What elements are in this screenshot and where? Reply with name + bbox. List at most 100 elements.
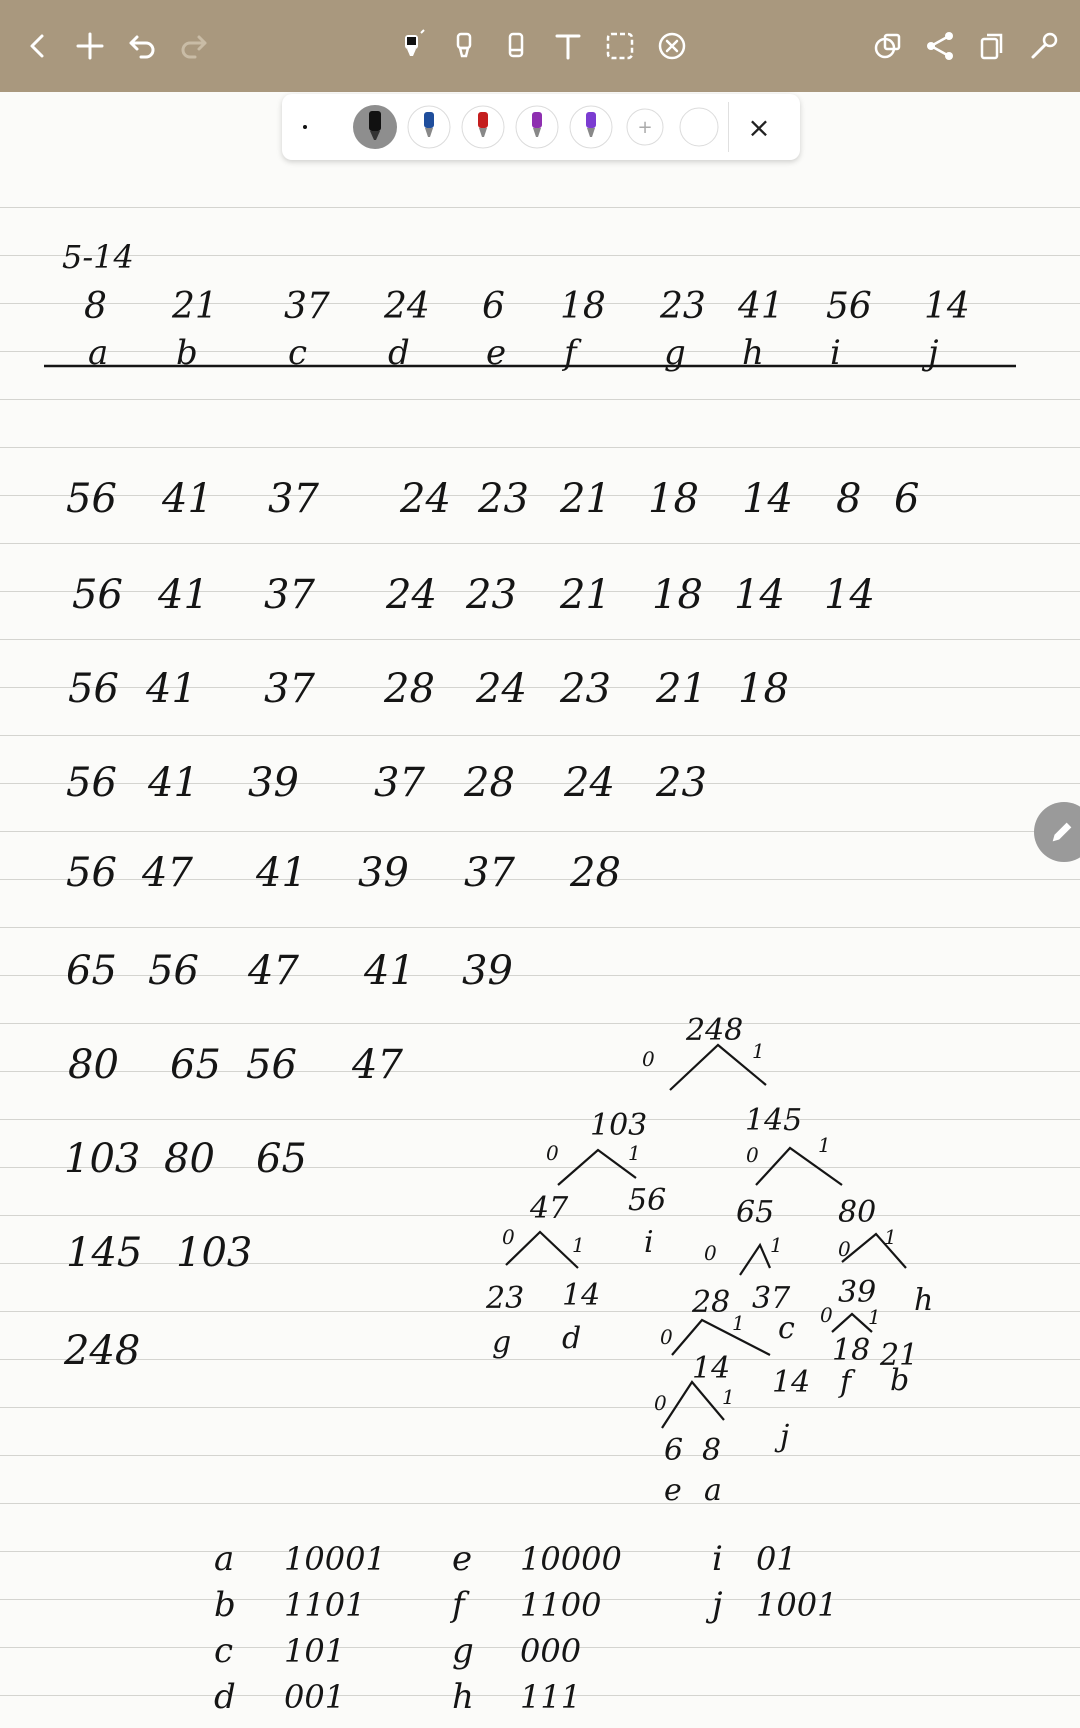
edge-label: 1 (884, 1225, 897, 1249)
back-icon[interactable] (14, 22, 62, 70)
code-value: 111 (520, 1678, 581, 1716)
sort-row-value: 37 (264, 572, 315, 618)
edge-label: 0 (660, 1325, 673, 1349)
tools-icon[interactable] (1020, 22, 1068, 70)
add-color-button[interactable]: + (620, 102, 670, 152)
header-letter: b (176, 333, 198, 373)
header-letter: i (830, 333, 841, 373)
code-value: 001 (284, 1678, 345, 1716)
tree-node: 14 (772, 1365, 810, 1400)
redo-icon[interactable] (170, 22, 218, 70)
share-icon[interactable] (916, 22, 964, 70)
sort-row-value: 103 (176, 1230, 252, 1276)
sort-row-value: 41 (147, 760, 199, 806)
copy-icon[interactable] (968, 22, 1016, 70)
sort-row-value: 14 (734, 572, 785, 618)
sort-row-value: 56 (66, 476, 117, 522)
tree-leaf: h (914, 1283, 933, 1318)
edge-label: 1 (628, 1141, 641, 1165)
header-weight: 21 (171, 286, 218, 327)
custom-color-slot[interactable] (674, 102, 724, 152)
sort-row-value: 18 (652, 572, 703, 618)
code-letter: f (449, 1585, 470, 1625)
tree-leaf: a (704, 1473, 722, 1508)
sort-row-value: 39 (462, 948, 513, 994)
sort-row-value: 41 (255, 850, 307, 896)
header-letter: h (742, 333, 764, 373)
stroke-size-dot[interactable] (290, 102, 320, 152)
sort-row-value: 47 (247, 948, 299, 994)
sort-row-value: 56 (68, 666, 119, 712)
sort-row-value: 24 (399, 476, 451, 522)
header-weight: 23 (659, 286, 706, 327)
header-weight: 37 (284, 286, 330, 327)
sort-row-value: 39 (248, 760, 299, 806)
tree-node: 145 (745, 1103, 802, 1138)
tree-node: 6 (664, 1433, 683, 1468)
edge-label: 1 (732, 1311, 745, 1335)
pen-color-violet[interactable] (566, 102, 616, 152)
code-value: 101 (284, 1632, 345, 1670)
sort-row-value: 37 (374, 760, 425, 806)
sort-row-value: 23 (477, 476, 529, 522)
pen-color-purple[interactable] (512, 102, 562, 152)
tree-node: 28 (691, 1285, 730, 1320)
tree-leaf: e (664, 1473, 682, 1508)
tree-node: 65 (736, 1195, 774, 1230)
edge-label: 1 (722, 1385, 735, 1409)
header-letter: e (486, 333, 506, 373)
sort-row-value: 56 (148, 948, 199, 994)
code-letter: g (452, 1631, 474, 1671)
pen-color-blue[interactable] (404, 102, 454, 152)
tree-leaf: i (644, 1225, 654, 1260)
sort-row-value: 56 (66, 760, 117, 806)
lasso-select-icon[interactable] (596, 22, 644, 70)
edge-label: 0 (546, 1141, 559, 1165)
add-icon[interactable] (66, 22, 114, 70)
tree-node: 80 (838, 1195, 876, 1230)
edge-label: 0 (746, 1143, 759, 1167)
code-letter: c (214, 1631, 233, 1671)
close-palette-button[interactable]: × (728, 102, 789, 152)
header-weight: 6 (482, 286, 505, 327)
tree-node: 39 (838, 1275, 876, 1310)
pen-palette: + × (282, 94, 800, 160)
sort-row-value: 24 (475, 666, 527, 712)
code-value: 10001 (284, 1540, 386, 1578)
code-letter: e (452, 1539, 472, 1579)
edit-fab-button[interactable] (1034, 802, 1080, 862)
lined-note-page[interactable] (0, 160, 1080, 1728)
header-letter: c (288, 333, 307, 373)
edge-label: 0 (654, 1391, 667, 1415)
undo-icon[interactable] (118, 22, 166, 70)
sort-row-value: 24 (563, 760, 615, 806)
sort-row-value: 23 (465, 572, 517, 618)
clear-icon[interactable] (648, 22, 696, 70)
pen-tool-icon[interactable] (388, 22, 436, 70)
pen-color-black[interactable] (350, 102, 400, 152)
eraser-icon[interactable] (492, 22, 540, 70)
sort-row-value: 103 (64, 1136, 140, 1182)
code-value: 000 (520, 1632, 581, 1670)
code-letter: i (712, 1539, 723, 1579)
code-value: 01 (756, 1540, 797, 1578)
view-mode-icon[interactable] (864, 22, 912, 70)
code-letter: a (214, 1539, 234, 1579)
sort-row-value: 28 (463, 760, 515, 806)
sort-row-value: 56 (72, 572, 123, 618)
sort-row-value: 28 (383, 666, 435, 712)
tree-node: 37 (752, 1281, 791, 1316)
sort-row-value: 47 (141, 850, 193, 896)
sort-row-value: 41 (161, 476, 213, 522)
pen-color-red[interactable] (458, 102, 508, 152)
header-weight: 56 (826, 286, 872, 327)
code-letter: h (452, 1677, 474, 1717)
highlighter-icon[interactable] (440, 22, 488, 70)
code-value: 1100 (520, 1586, 601, 1624)
tree-edge-labels: 0 1 0 1 0 1 0 1 0 1 0 1 0 1 0 1 0 1 (502, 1039, 897, 1415)
sort-row-value: 14 (742, 476, 793, 522)
text-tool-icon[interactable] (544, 22, 592, 70)
